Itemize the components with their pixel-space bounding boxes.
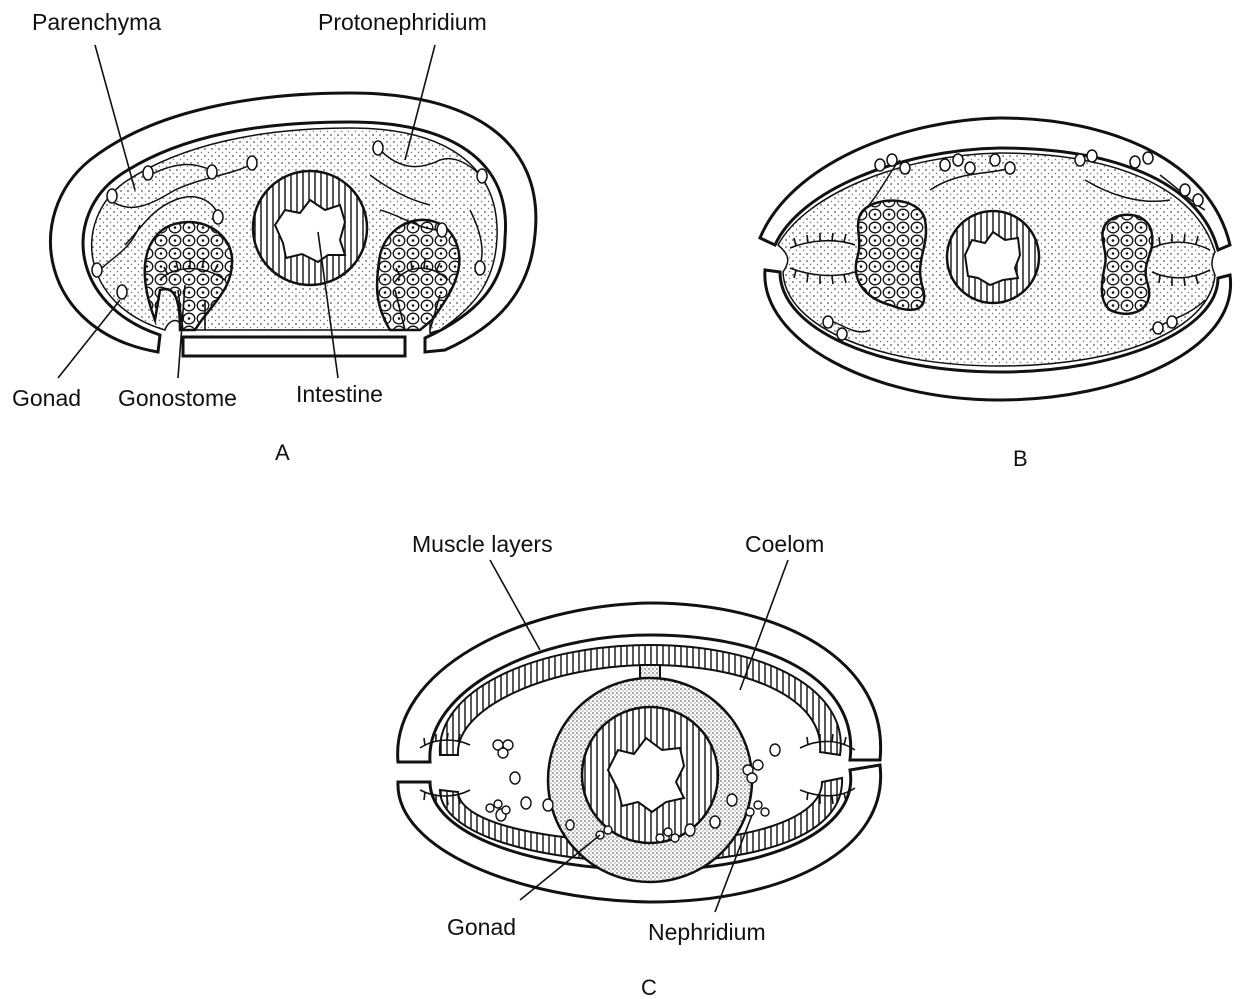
panel-a-ventral-plate <box>183 337 405 356</box>
label-muscle-layers: Muscle layers <box>412 531 553 557</box>
label-gonad-a: Gonad <box>12 385 81 411</box>
panel-b-gonad-left <box>856 201 926 310</box>
panel-letter-b: B <box>1013 446 1028 471</box>
label-protonephridium: Protonephridium <box>318 9 487 35</box>
panel-b: B <box>760 118 1231 471</box>
panel-c: Muscle layers Coelom Gonad Nephridium C <box>398 531 881 999</box>
panel-b-gonad-right <box>1102 215 1153 314</box>
label-nephridium: Nephridium <box>648 919 766 945</box>
label-gonad-c: Gonad <box>447 914 516 940</box>
label-parenchyma: Parenchyma <box>32 9 161 35</box>
panel-letter-c: C <box>641 975 657 999</box>
panel-b-intestine-lumen <box>965 232 1020 285</box>
label-gonostome: Gonostome <box>118 385 237 411</box>
panel-a-intestine-lumen <box>275 200 345 262</box>
label-coelom: Coelom <box>745 531 824 557</box>
panel-a: Parenchyma Protonephridium Gonad Gonosto… <box>12 9 536 465</box>
panel-letter-a: A <box>275 440 290 465</box>
label-intestine: Intestine <box>296 381 383 407</box>
